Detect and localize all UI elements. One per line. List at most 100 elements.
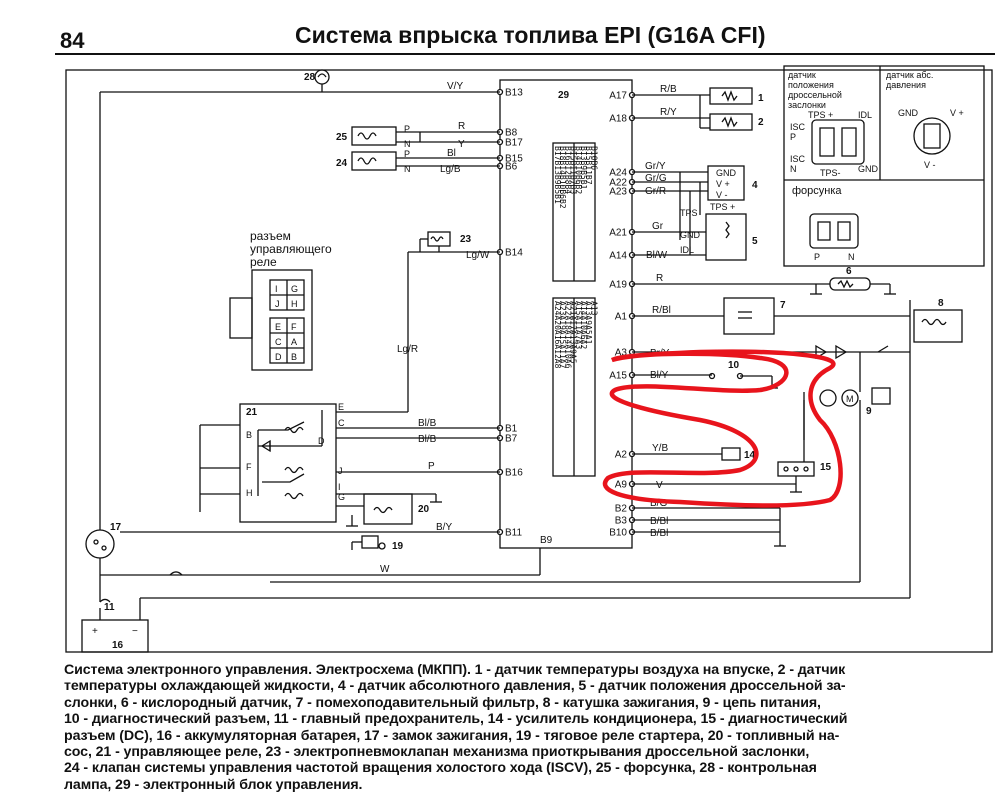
ecu-pin-label: B6 [505,162,518,173]
ecu-pin-label: B17 [505,138,523,149]
ecu-pin-label: A19 [609,280,627,291]
diagram-frame [65,69,993,653]
ecu-pin-map-column: B14B10B6B2 [574,146,583,194]
intake-air-temp-sensor-1: 1 [709,87,764,105]
svg-text:H: H [291,299,298,309]
ecu-pin-map-column: B15B11B7B3 [569,146,578,194]
svg-text:Lg/R: Lg/R [397,344,418,355]
svg-text:D: D [275,352,282,362]
svg-text:I: I [275,284,278,294]
svg-text:M: M [846,394,854,404]
header-rule [55,53,995,55]
ecu-pin-label: A3 [615,348,628,359]
diagnostic-connector-dc-15: 15 [777,461,832,477]
svg-text:V -: V - [716,190,728,200]
iscv-valve-24: 24 P N [336,149,411,174]
svg-text:14: 14 [744,450,756,461]
throttle-position-sensor-5: TPS TPS + GND IDL 5 [680,202,758,261]
svg-text:V +: V + [950,108,964,118]
ignition-switch-17: 17 [85,522,122,559]
ecu-pin-label: A21 [609,228,627,239]
svg-text:+: + [92,626,98,637]
svg-text:дроссельной: дроссельной [788,90,842,100]
caption-line: слонки, 6 - кислородный датчик, 7 - поме… [64,694,821,711]
svg-text:P: P [814,252,820,262]
svg-text:IDL: IDL [858,110,872,120]
svg-text:форсунка: форсунка [792,185,842,197]
svg-text:21: 21 [246,407,258,418]
ecu-pin-label: A15 [609,371,627,382]
ecu-pin-map-column: B17B13B9B5B1 [553,146,562,204]
ecu-pin-label: A14 [609,251,627,262]
svg-text:B/Y: B/Y [436,522,452,533]
svg-text:20: 20 [418,504,430,515]
svg-text:2: 2 [758,117,764,128]
ecu-pin-map-column: A15A11A7A3 [574,301,583,349]
svg-text:25: 25 [336,132,348,143]
ecu-pin-map-column: B13B9B5B1 [579,146,588,190]
svg-text:8: 8 [938,298,944,309]
fuel-pump-20: 20 [363,493,430,525]
svg-text:J: J [338,466,343,476]
svg-text:4: 4 [752,180,758,191]
svg-text:23: 23 [460,234,472,245]
ecu-pin-label: B8 [505,128,518,139]
ecu-pin-label: B13 [505,88,523,99]
svg-text:V: V [656,480,663,491]
svg-text:Lg/B: Lg/B [440,164,461,175]
ecu-connector-upper [552,142,596,282]
caption-line: лампа, 29 - электронный блок управления. [64,776,363,793]
ecu-pin-label: B11 [505,528,522,539]
svg-text:Bl/W: Bl/W [646,250,668,261]
svg-text:давления: давления [886,80,926,90]
caption-line: температуры охлаждающей жидкости, 4 - да… [64,678,846,695]
svg-text:P: P [404,149,410,159]
svg-text:28: 28 [304,72,316,83]
power-circuit-9: M 9 [819,387,891,417]
svg-text:B: B [291,352,297,362]
svg-text:J: J [275,299,280,309]
caption-line: разъем (DC), 16 - аккумуляторная батарея… [64,727,840,744]
svg-text:P: P [404,124,410,134]
svg-text:16: 16 [112,640,124,651]
ecu-pin-label: A24 [609,168,627,179]
svg-text:R: R [656,273,663,284]
svg-text:GND: GND [680,230,701,240]
svg-text:11: 11 [104,602,115,613]
svg-text:Bl/B: Bl/B [418,434,437,445]
svg-text:разъем: разъем [250,229,291,243]
caption-line: 24 - клапан системы управления частотой … [64,760,817,777]
svg-text:H: H [246,488,253,498]
page-title: Система впрыска топлива EPI (G16A CFI) [295,22,766,48]
main-relay-21: 21 E C B D F J H I G [239,402,345,523]
ecu-pin-label: B14 [505,248,523,259]
svg-text:7: 7 [780,300,786,311]
svg-text:GND: GND [858,164,879,174]
oxygen-sensor-6: 6 [829,266,871,291]
ecu-pin-map-column: A22A18A14A10A6 [563,301,572,369]
ecu-pin-label: A17 [609,91,627,102]
ecu-pin-label: A23 [609,187,627,198]
svg-text:5: 5 [752,236,758,247]
svg-text:6: 6 [846,266,852,277]
svg-text:N: N [404,164,411,174]
svg-text:TPS +: TPS + [808,110,833,120]
ecu-pin-map-column: A14A10A6A2 [579,301,588,349]
svg-text:Gr: Gr [652,221,664,232]
svg-text:V +: V + [716,179,730,189]
ecu-pin-map-column: A24A20A16A12A8 [553,301,562,369]
ecu-pin-label: A2 [615,450,628,461]
diagnostic-connector-10: 10 [708,360,744,380]
ecu-pin-label: B1 [505,424,518,435]
svg-text:N: N [848,252,855,262]
svg-text:N: N [404,139,411,149]
svg-text:V -: V - [924,160,936,170]
svg-text:P: P [428,461,435,472]
svg-text:датчик абс.: датчик абс. [886,70,933,80]
main-fuse-11: 11 [99,598,115,613]
svg-text:10: 10 [728,360,740,371]
svg-text:N: N [790,164,797,174]
svg-text:R: R [458,121,465,132]
svg-text:G: G [291,284,298,294]
